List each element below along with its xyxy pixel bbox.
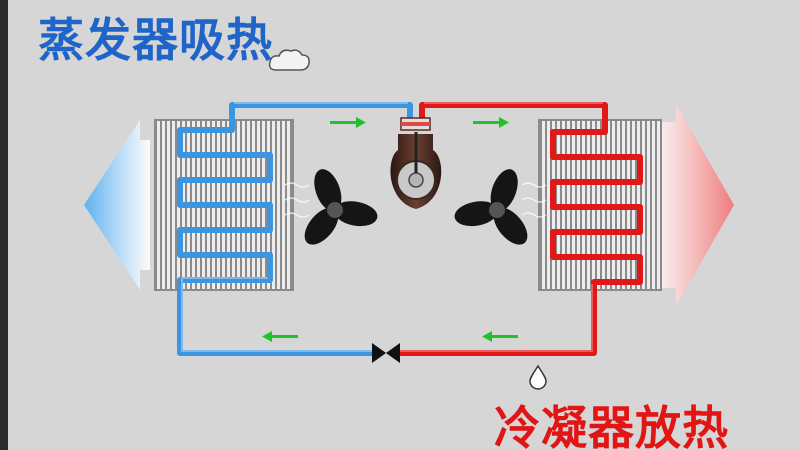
cold-air-arrow-icon — [84, 120, 150, 290]
condenser-title: 冷凝器放热 — [494, 401, 729, 450]
hot-pipe — [393, 102, 643, 356]
evaporator-fan-icon — [304, 169, 378, 245]
flow-arrow-icon — [473, 117, 509, 128]
flow-arrow-icon — [262, 331, 298, 342]
flow-arrow-icon — [330, 117, 366, 128]
expansion-valve-icon — [372, 343, 400, 363]
cold-pipe — [177, 102, 413, 356]
left-edge-bar — [0, 0, 8, 450]
condenser-fan-icon — [454, 169, 528, 245]
flow-arrows — [262, 117, 518, 342]
cloud-icon — [268, 49, 310, 71]
evaporator-title: 蒸发器吸热 — [38, 13, 273, 67]
water-drop-icon — [529, 364, 547, 390]
hot-air-arrow-icon — [650, 104, 734, 306]
airflow-lines — [284, 182, 547, 218]
compressor-icon — [390, 117, 442, 209]
flow-arrow-icon — [482, 331, 518, 342]
